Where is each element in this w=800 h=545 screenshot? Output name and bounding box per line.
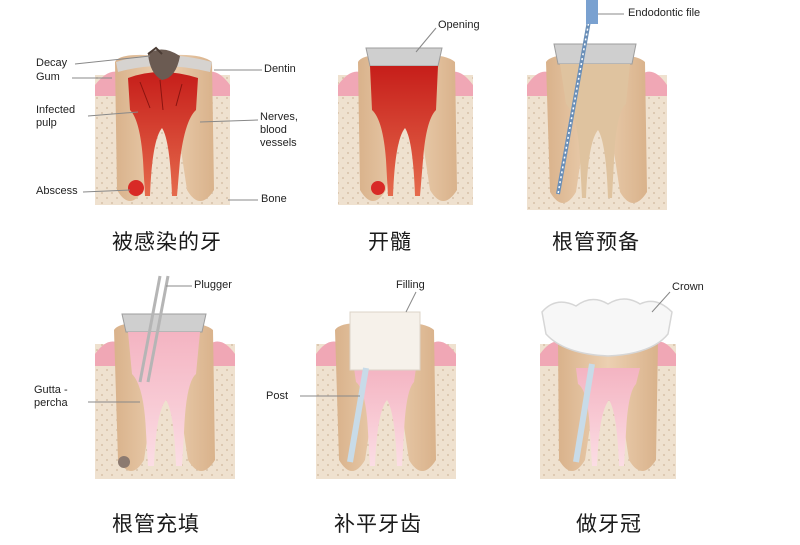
sealed-canal <box>576 368 640 466</box>
panel-root-canal-prep: Endodontic file 根管预备 <box>527 0 798 272</box>
gum-right <box>642 71 667 96</box>
leader-crown <box>651 291 671 313</box>
label-gutta-percha: Gutta - percha <box>34 384 68 409</box>
caption-infected-tooth: 被感染的牙 <box>112 230 222 254</box>
infected-tooth-illustration <box>72 46 262 205</box>
post-icon <box>347 367 369 463</box>
leader-opening <box>415 27 437 53</box>
label-infected-pulp: Infected pulp <box>36 104 76 129</box>
infected-pulp-shape <box>370 66 438 196</box>
root-tip-seal <box>118 456 130 468</box>
sealed-canal <box>354 368 416 466</box>
label-bone: Bone <box>261 193 287 205</box>
decay-shape <box>148 49 180 80</box>
decay-crack <box>147 46 163 55</box>
filling-illustration <box>300 291 456 479</box>
opening-cavity <box>121 313 207 333</box>
label-opening: Opening <box>438 19 480 31</box>
infected-pulp-shape <box>128 72 198 196</box>
abscess-shape <box>128 180 144 196</box>
cleaned-canal <box>560 64 630 198</box>
panel-filling: Filling Post 补平牙齿 <box>266 272 532 544</box>
label-filling: Filling <box>396 279 425 291</box>
label-gum: Gum <box>36 71 60 83</box>
plugger-icon-2 <box>146 275 170 383</box>
crown-illustration <box>540 291 676 479</box>
opening-cavity <box>553 43 637 65</box>
leader-filling <box>405 291 417 313</box>
gum-left <box>316 341 341 366</box>
root-canal-prep-illustration <box>527 0 667 210</box>
gum-left <box>95 341 120 366</box>
plugger-icon <box>138 275 162 383</box>
panel-crown: Crown 做牙冠 <box>532 272 798 544</box>
gum-right <box>431 341 456 366</box>
nerve-lines <box>139 79 183 111</box>
caption-crown: 做牙冠 <box>576 512 642 536</box>
label-plugger: Plugger <box>194 279 232 291</box>
label-dentin: Dentin <box>264 63 296 75</box>
filling-shape <box>349 311 421 371</box>
panel-opening: Opening 开髓 <box>266 0 532 272</box>
gum-left <box>527 71 552 96</box>
root-canal-filling-illustration <box>88 275 235 479</box>
opening-illustration <box>338 27 473 205</box>
caption-root-canal-filling: 根管充填 <box>112 512 200 536</box>
label-post: Post <box>266 390 289 402</box>
label-crown: Crown <box>672 281 704 293</box>
endodontic-file-thread <box>557 3 593 195</box>
caption-root-canal-prep: 根管预备 <box>552 230 640 254</box>
opening-cavity <box>365 47 443 67</box>
gum-left <box>338 71 364 96</box>
panel-infected-tooth: Decay Gum Infected pulp Abscess Dentin N… <box>0 0 298 272</box>
abscess-shape <box>371 181 385 195</box>
label-decay: Decay <box>36 57 68 69</box>
crown-shape <box>541 298 673 357</box>
label-endodontic-file: Endodontic file <box>628 7 701 19</box>
caption-opening: 开髓 <box>368 230 412 254</box>
panel-root-canal-filling: Plugger Gutta - percha 根管充填 <box>0 272 266 544</box>
gum-right <box>210 341 235 366</box>
label-nerves: Nerves, blood vessels <box>260 111 298 149</box>
gutta-percha-shape <box>128 332 200 466</box>
file-handle-icon <box>586 0 598 24</box>
post-icon <box>573 363 595 463</box>
panel1-leader-lines <box>72 55 262 201</box>
label-abscess: Abscess <box>36 185 78 197</box>
caption-filling: 补平牙齿 <box>334 512 422 536</box>
